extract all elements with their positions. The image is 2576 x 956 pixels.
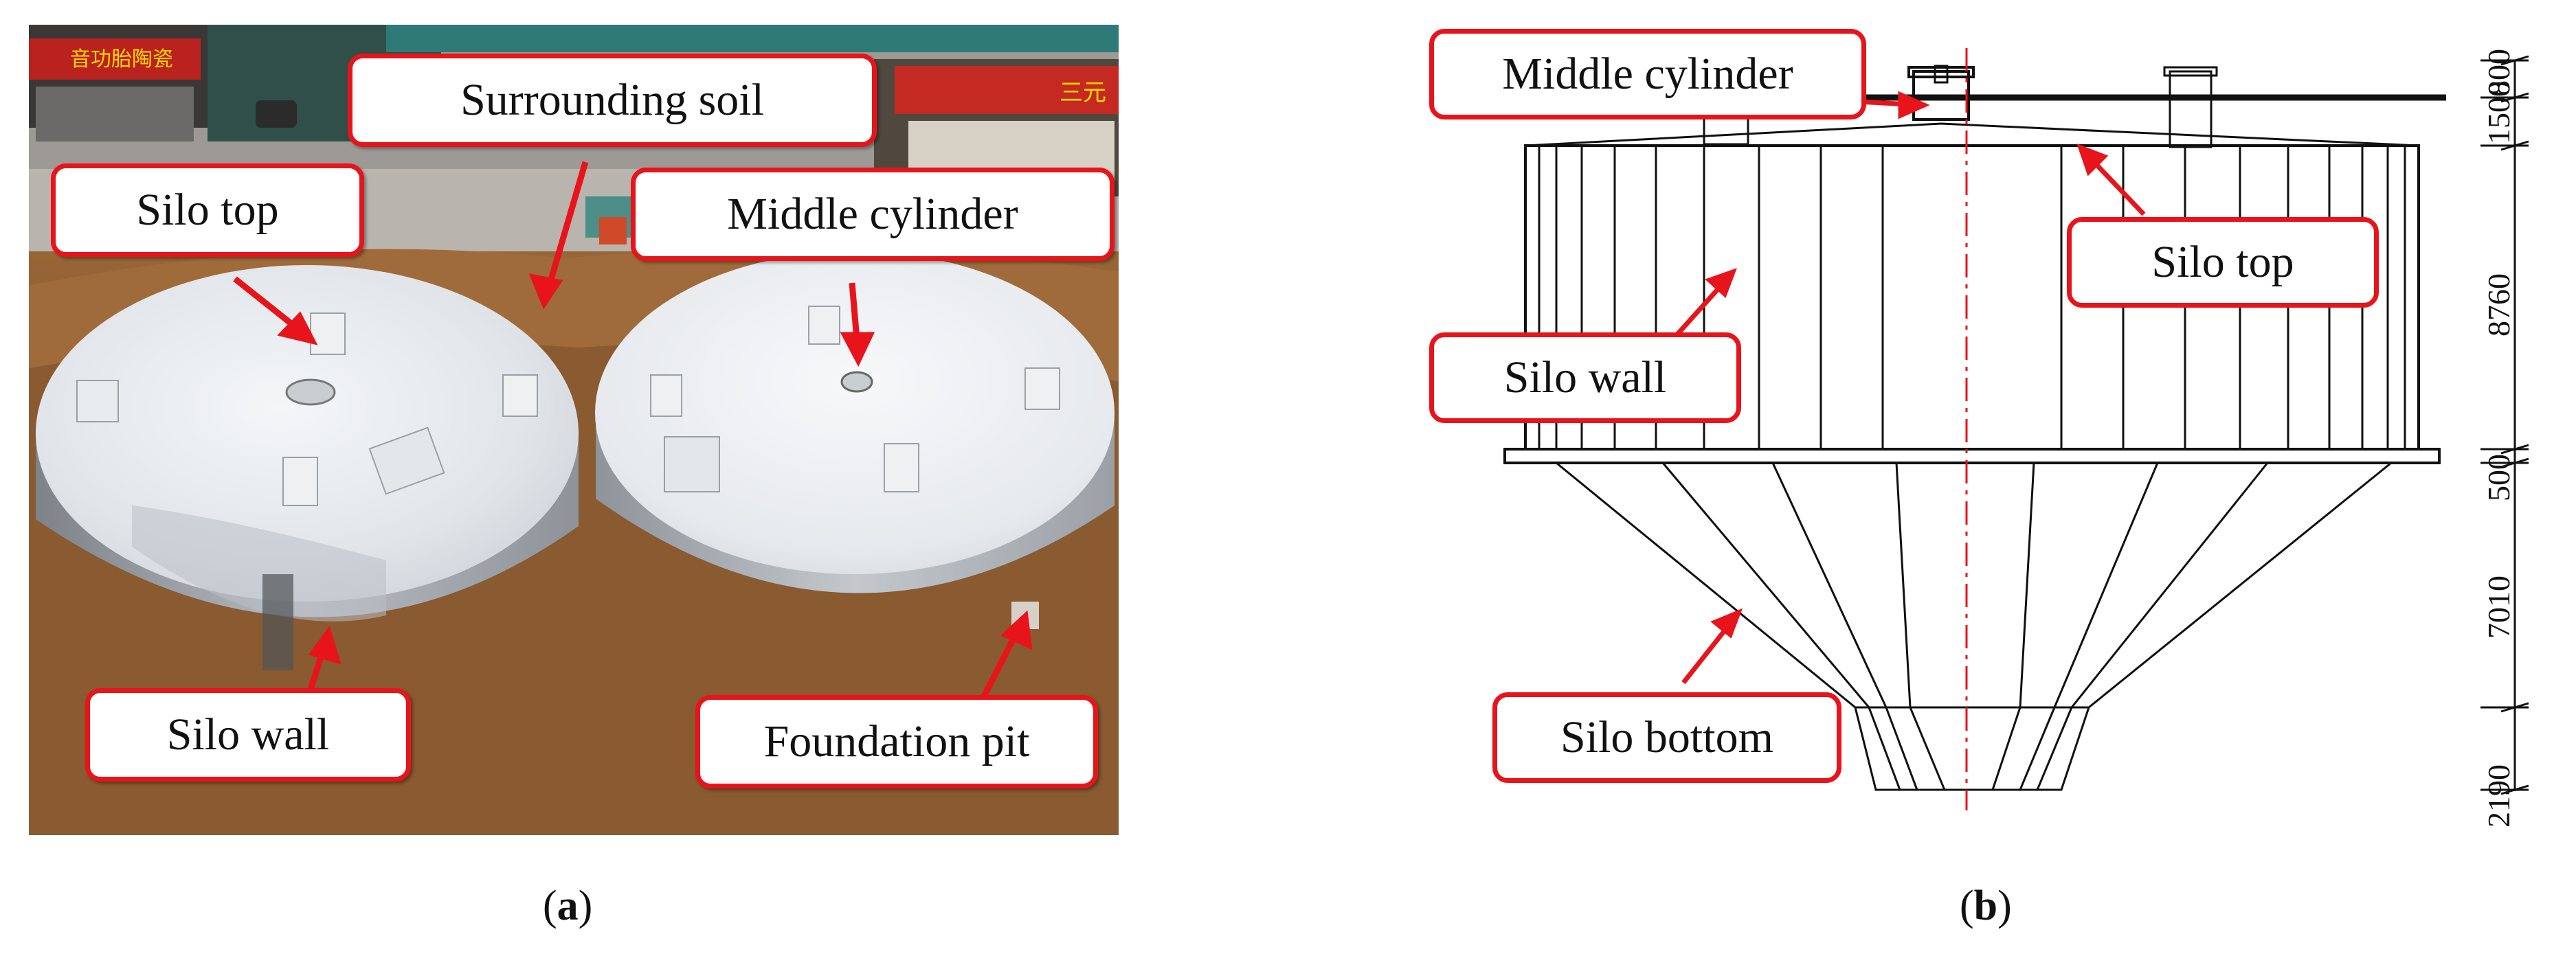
red-container <box>599 217 627 244</box>
parked-car <box>256 100 297 128</box>
dim-7010: 7010 <box>2481 576 2516 639</box>
callout-middle-cylinder-drawing-label: Middle cylinder <box>1502 49 1793 99</box>
scaffold <box>262 574 293 670</box>
dim-2190: 2190 <box>2481 764 2516 828</box>
callout-middle-cylinder-drawing: Middle cylinder <box>1429 29 1866 120</box>
dimension-labels: 800 1500 8760 500 7010 2190 <box>2481 49 2516 828</box>
silo-elevation-drawing: 800 1500 8760 500 7010 2190 <box>1457 48 2529 828</box>
callout-foundation-pit: Foundation pit <box>695 695 1098 788</box>
right-silo <box>595 251 1115 593</box>
right-silo-top <box>595 251 1115 574</box>
callout-surrounding-soil: Surrounding soil <box>348 54 877 147</box>
callout-silo-bottom: Silo bottom <box>1492 692 1841 783</box>
building-left: 音功胎陶瓷 <box>29 25 208 141</box>
callout-silo-top-drawing-label: Silo top <box>2151 237 2294 287</box>
dim-8760: 8760 <box>2481 273 2516 337</box>
shadow <box>132 505 386 622</box>
callout-silo-bottom-label: Silo bottom <box>1560 712 1773 762</box>
silo-outline <box>1457 65 2446 791</box>
callout-middle-cylinder-photo: Middle cylinder <box>631 168 1115 261</box>
shop-sign-left: 音功胎陶瓷 <box>70 47 173 71</box>
callout-silo-wall-photo-label: Silo wall <box>166 709 330 760</box>
callout-silo-wall-drawing: Silo wall <box>1429 332 1741 423</box>
dimension-chain <box>2480 55 2529 795</box>
callout-silo-wall-drawing-label: Silo wall <box>1503 352 1667 402</box>
drawing-arrows <box>1675 91 2146 685</box>
drawing-panel: 800 1500 8760 500 7010 2190 <box>1402 21 2576 845</box>
dim-800: 800 <box>2481 49 2516 96</box>
green-roof <box>386 25 1119 52</box>
callout-surrounding-soil-label: Surrounding soil <box>460 75 764 125</box>
callout-foundation-pit-label: Foundation pit <box>763 716 1030 766</box>
callout-silo-top-photo: Silo top <box>51 163 364 257</box>
left-silo <box>36 265 579 622</box>
callout-middle-cylinder-photo-label: Middle cylinder <box>727 189 1018 239</box>
photo-arrows <box>233 161 1033 723</box>
callout-silo-top-drawing: Silo top <box>2067 217 2379 308</box>
panel-letter-b: (b) <box>1960 883 2012 929</box>
dim-500: 500 <box>2481 454 2516 501</box>
shop-sign-right: 三元 <box>1060 79 1106 106</box>
dim-1500: 1500 <box>2481 81 2516 144</box>
callout-silo-wall-photo: Silo wall <box>85 688 411 782</box>
panel-letter-a: (a) <box>543 883 593 929</box>
callout-silo-top-photo-label: Silo top <box>136 185 279 235</box>
